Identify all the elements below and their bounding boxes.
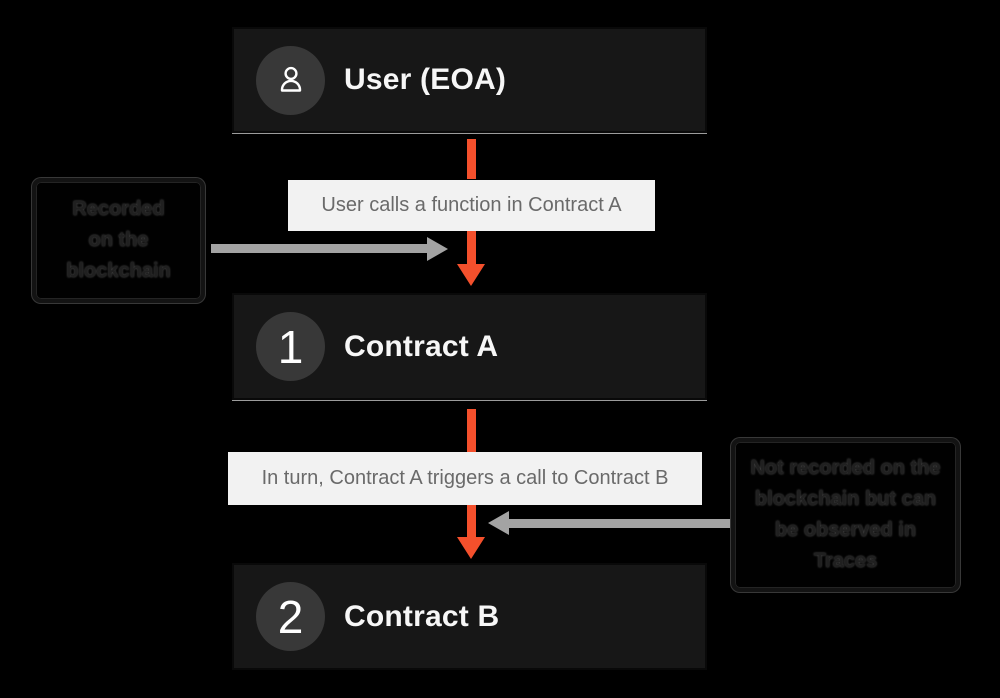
node-user-eoa: User (EOA) (232, 27, 707, 133)
edge-label-text-2: In turn, Contract A triggers a call to C… (261, 467, 669, 489)
annotation-line: Traces (813, 550, 878, 572)
flow-arrow-segment (467, 139, 476, 179)
flow-arrow-segment (467, 409, 476, 453)
node-contract-b: 2 Contract B (232, 563, 707, 670)
user-icon (280, 66, 301, 92)
annotation-line: blockchain (66, 260, 171, 282)
step-number: 2 (277, 590, 304, 643)
edge-label-text-1: User calls a function in Contract A (321, 194, 622, 216)
annotation-not-recorded-traces: Not recorded on the blockchain but can b… (731, 438, 960, 592)
annotation-line: blockchain but can (754, 488, 937, 510)
annotation-arrow-line (211, 244, 432, 253)
annotation-line: on the (88, 229, 149, 251)
user-avatar-circle (256, 45, 325, 115)
node-label-user: User (EOA) (344, 63, 507, 96)
arrow-left-icon (488, 511, 509, 535)
node-label-contract-b: Contract B (344, 599, 500, 633)
annotation-line: be observed in (774, 519, 917, 541)
flow-arrow-segment (467, 505, 476, 537)
annotation-line: Recorded (72, 198, 165, 220)
step-number: 1 (277, 320, 304, 373)
annotation-line: Not recorded on the (750, 457, 941, 479)
edge-label-pill-1: User calls a function in Contract A (288, 180, 655, 231)
annotation-arrow-line (509, 519, 730, 528)
arrow-down-icon (457, 537, 485, 559)
node-label-contract-a: Contract A (344, 329, 499, 363)
edge-label-pill-2: In turn, Contract A triggers a call to C… (228, 452, 702, 505)
arrow-right-icon (427, 237, 448, 261)
annotation-recorded-on-chain: Recorded on the blockchain (32, 178, 205, 303)
step-2-circle: 2 (256, 582, 325, 651)
step-1-circle: 1 (256, 312, 325, 381)
arrow-down-icon (457, 264, 485, 286)
node-contract-a: 1 Contract A (232, 293, 707, 400)
flow-arrow-segment (467, 231, 476, 264)
